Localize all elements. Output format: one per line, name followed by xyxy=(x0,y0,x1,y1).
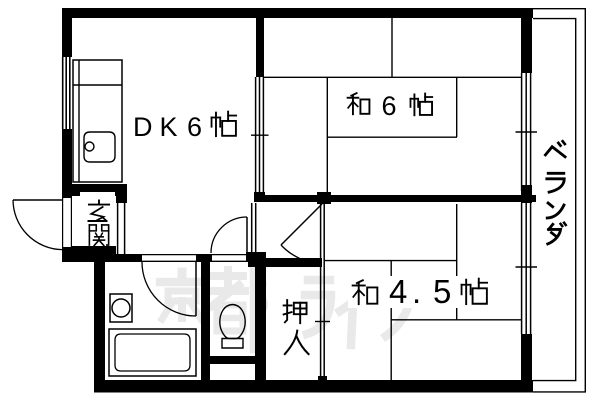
svg-text:5: 5 xyxy=(433,273,451,310)
svg-text:D: D xyxy=(133,112,153,142)
svg-text:6: 6 xyxy=(187,112,202,142)
svg-text:K: K xyxy=(160,112,178,142)
svg-text:6: 6 xyxy=(382,91,397,121)
svg-text:4: 4 xyxy=(389,273,407,310)
svg-text:.: . xyxy=(412,273,421,310)
